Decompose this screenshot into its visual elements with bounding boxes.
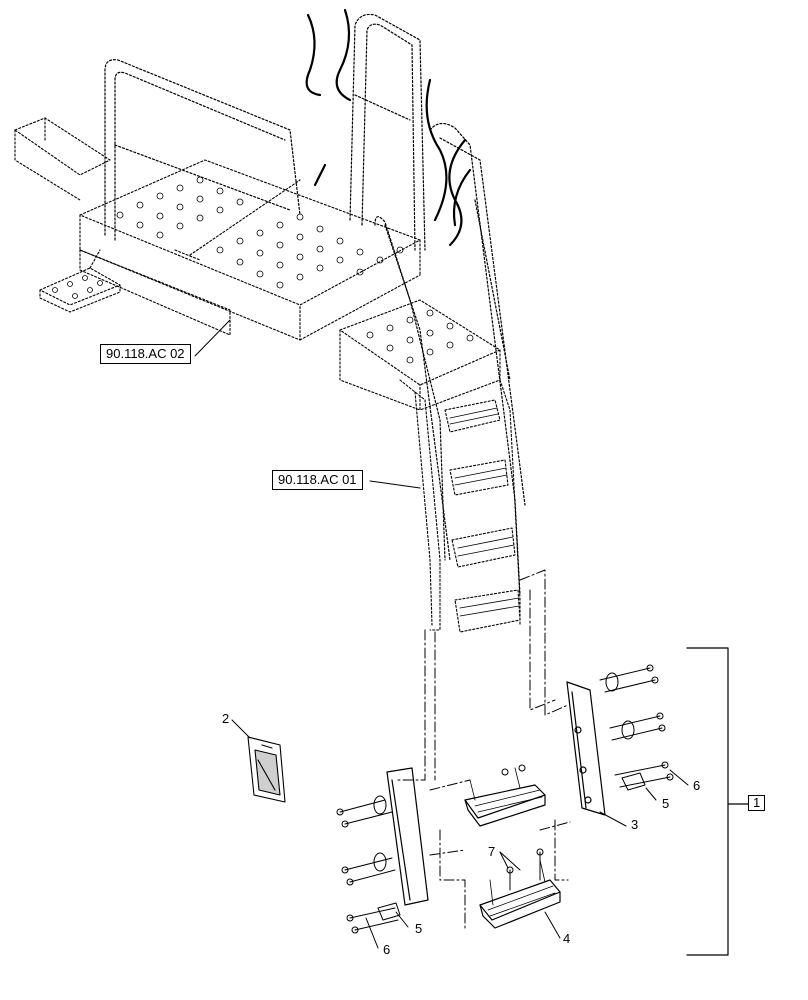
bolts-part-7 [501, 764, 544, 891]
reference-box-ac02[interactable]: 90.118.AC 02 [100, 344, 191, 364]
platform-assembly [14, 117, 501, 411]
left-stringer [386, 767, 429, 906]
plates-part-5 [373, 672, 646, 921]
bolts-part-6 [336, 664, 674, 934]
deck-perforations [52, 176, 474, 364]
ladder-step-treads [449, 407, 520, 617]
ladder-upper [399, 379, 521, 633]
ladder-extension-phantom [394, 569, 571, 931]
callout-3: 3 [631, 817, 639, 832]
callout-4: 4 [563, 931, 571, 946]
callout-1: 1 [748, 795, 766, 811]
leader-lines [194, 319, 689, 949]
step-treads-lower [469, 767, 556, 917]
reference-box-ac01[interactable]: 90.118.AC 01 [272, 470, 363, 490]
decal-part-2 [247, 736, 286, 803]
callout-2: 2 [222, 711, 230, 726]
right-stringer-part-3 [566, 681, 606, 816]
callout-7: 7 [488, 844, 496, 859]
callout-5-left: 5 [415, 921, 423, 936]
step-part-4 [464, 784, 561, 929]
callout-6-right: 6 [693, 778, 701, 793]
callout-5-right: 5 [662, 796, 670, 811]
hoses [305, 8, 472, 247]
callout-6-left: 6 [383, 942, 391, 957]
assembly-bracket-part-1 [686, 647, 749, 956]
handrails [104, 13, 526, 596]
